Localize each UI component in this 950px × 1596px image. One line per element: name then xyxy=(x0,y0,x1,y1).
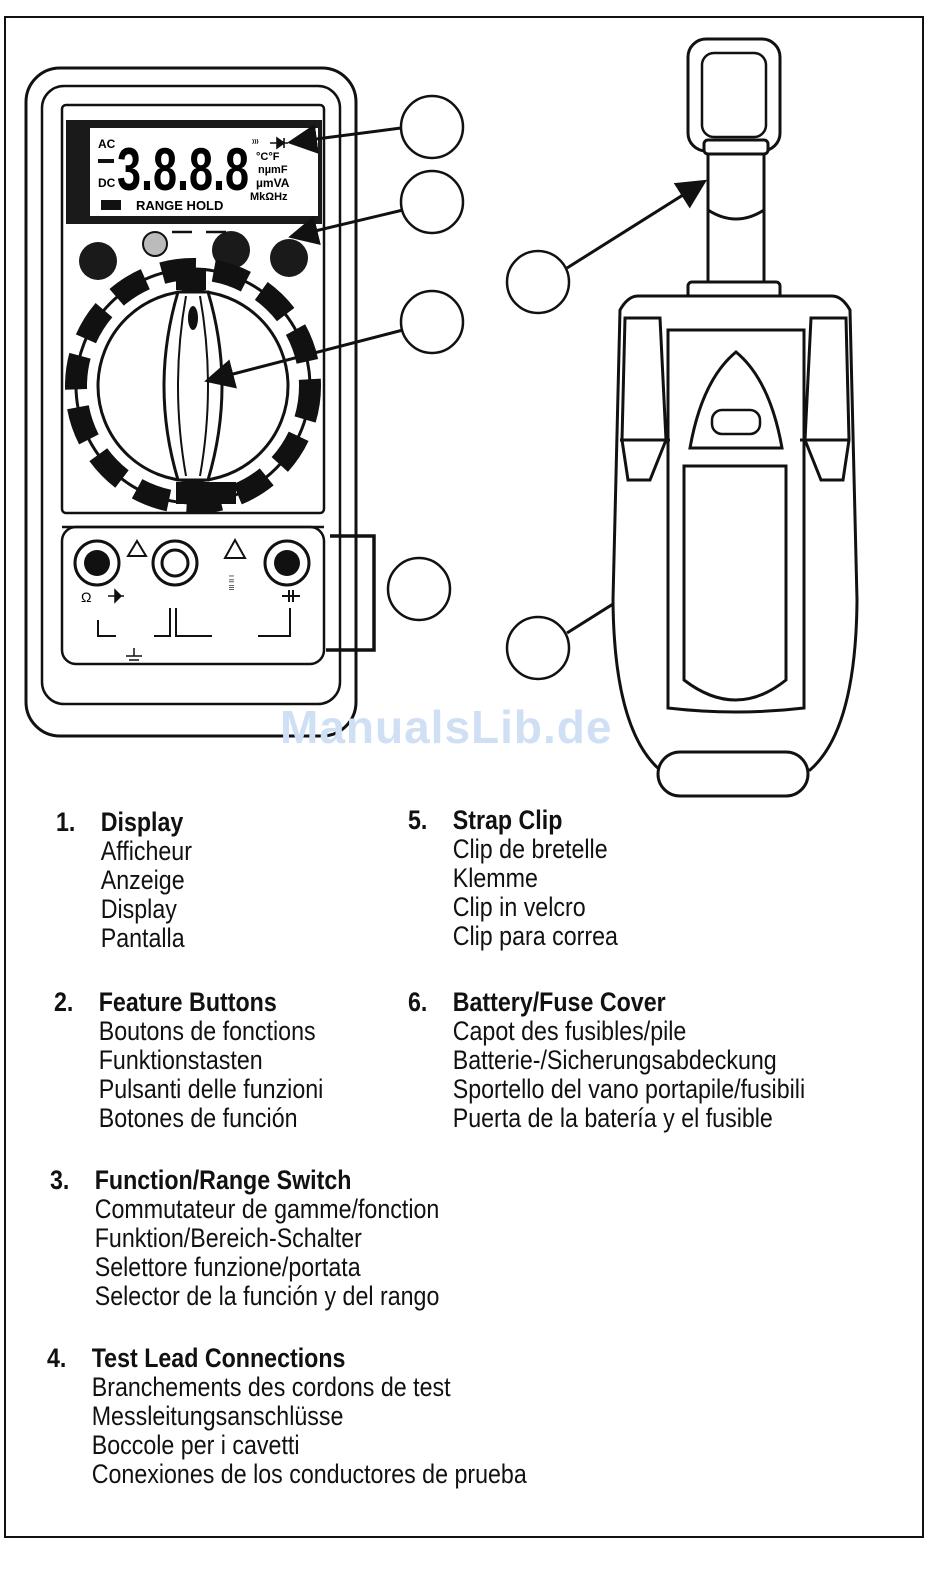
battery-icon xyxy=(101,200,121,210)
category-rating: I II III xyxy=(227,575,234,591)
legend-line: Pantalla xyxy=(100,923,185,953)
legend-title: Battery/Fuse Cover xyxy=(452,987,666,1017)
legend-line: Capot des fusibles/pile xyxy=(452,1016,687,1046)
lcd-units-volt: µmVA xyxy=(256,176,290,190)
legend-item-4: 4. Test Lead Connections Branchements de… xyxy=(47,1344,527,1489)
callouts xyxy=(204,94,708,681)
legend-number: 1. xyxy=(56,807,76,837)
legend-line: Puerta de la batería y el fusible xyxy=(452,1103,773,1133)
legend-item-2: 2. Feature Buttons Boutons de fonctions … xyxy=(54,988,323,1133)
legend-item-1: 1. Display Afficheur Anzeige Display Pan… xyxy=(56,808,192,953)
legend-line: Funktionstasten xyxy=(98,1045,263,1075)
legend-line: Anzeige xyxy=(100,865,185,895)
callout-4 xyxy=(386,556,452,622)
feature-buttons xyxy=(79,230,308,280)
legend-item-6: 6. Battery/Fuse Cover Capot des fusibles… xyxy=(408,988,805,1133)
lcd-units-freq: MkΩHz xyxy=(250,191,288,203)
callout-3 xyxy=(399,289,465,355)
legend-line: Branchements des cordons de test xyxy=(91,1372,451,1402)
callout-6 xyxy=(505,615,571,681)
legend-line: Clip de bretelle xyxy=(452,834,608,864)
legend-item-3: 3. Function/Range Switch Commutateur de … xyxy=(50,1166,439,1311)
lcd-range-hold: RANGE HOLD xyxy=(136,198,223,213)
capacitor-symbol xyxy=(282,590,300,602)
legend-line: Boutons de fonctions xyxy=(98,1016,316,1046)
ohm-symbol: Ω xyxy=(81,589,91,605)
legend-title: Strap Clip xyxy=(452,805,563,835)
legend-line: Afficheur xyxy=(100,836,192,866)
lcd-units-cap: nµmF xyxy=(258,164,288,176)
legend-line: Botones de función xyxy=(98,1103,298,1133)
legend-title: Test Lead Connections xyxy=(91,1343,346,1373)
legend-line: Messleitungsanschlüsse xyxy=(91,1401,344,1431)
legend-number: 5. xyxy=(408,805,428,835)
meter-back-view xyxy=(611,37,859,798)
legend-line: Conexiones de los conductores de prueba xyxy=(91,1459,527,1489)
legend-title: Function/Range Switch xyxy=(94,1165,352,1195)
ground-symbol xyxy=(126,648,142,665)
watermark: ManualsLib.de xyxy=(280,701,613,753)
legend-line: Clip in velcro xyxy=(452,892,586,922)
legend-item-5: 5. Strap Clip Clip de bretelle Klemme Cl… xyxy=(408,806,618,951)
legend-line: Boccole per i cavetti xyxy=(91,1430,300,1460)
legend-title: Feature Buttons xyxy=(98,987,277,1017)
diode-icon xyxy=(270,136,288,150)
callout-2 xyxy=(399,169,465,235)
test-lead-jacks: Ω I II III xyxy=(73,537,311,665)
lcd-ac-label: AC xyxy=(98,137,116,151)
page-border xyxy=(4,16,924,1538)
callout-5 xyxy=(505,249,571,315)
diode-symbol xyxy=(108,588,124,604)
legend-line: Sportello del vano portapile/fusibili xyxy=(452,1074,806,1104)
legend-number: 3. xyxy=(50,1165,70,1195)
lcd-units-temp: °C°F xyxy=(256,151,280,163)
legend-number: 4. xyxy=(47,1343,67,1373)
legend-line: Selettore funzione/portata xyxy=(94,1252,361,1282)
legend-line: Klemme xyxy=(452,863,538,893)
legend-line: Display xyxy=(100,894,177,924)
legend-line: Pulsanti delle funzioni xyxy=(98,1074,324,1104)
lcd-digits: 3.8.8.8 xyxy=(117,136,249,203)
callout-1 xyxy=(399,94,465,160)
legend-line: Selector de la función y del rango xyxy=(94,1281,440,1311)
meter-front-view: AC DC 3.8.8.8 RANGE HOLD ⁾⁾⁾ °C°F nµmF µ… xyxy=(24,66,376,738)
legend-number: 2. xyxy=(54,987,74,1017)
legend-number: 6. xyxy=(408,987,428,1017)
legend-line: Batterie-/Sicherungsabdeckung xyxy=(452,1045,777,1075)
legend-line: Clip para correa xyxy=(452,921,618,951)
lcd-dc-label: DC xyxy=(98,176,116,190)
legend-line: Commutateur de gamme/fonction xyxy=(94,1194,440,1224)
legend-line: Funktion/Bereich-Schalter xyxy=(94,1223,362,1253)
continuity-icon: ⁾⁾⁾ xyxy=(252,138,259,148)
rotary-dial xyxy=(65,258,321,514)
multimeter-diagram: AC DC 3.8.8.8 RANGE HOLD ⁾⁾⁾ °C°F nµmF µ… xyxy=(24,37,859,798)
legend-title: Display xyxy=(100,807,184,837)
